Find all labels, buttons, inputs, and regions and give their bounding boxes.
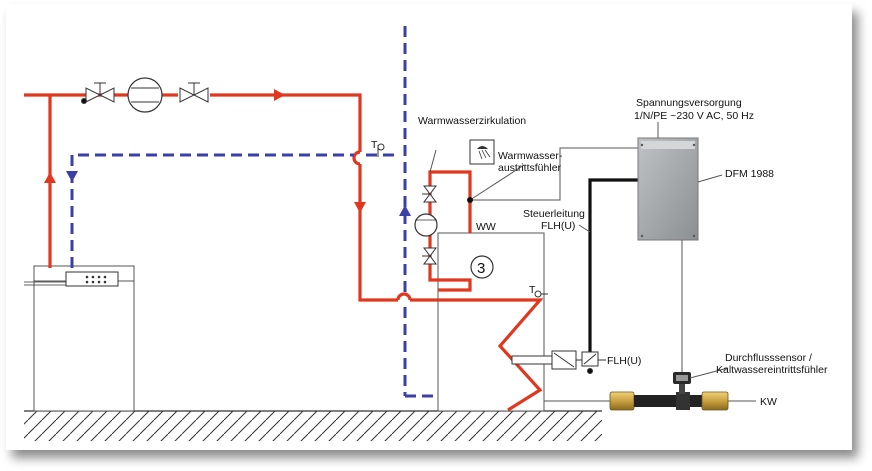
label-steuerleitung-2: FLH(U)	[541, 220, 575, 232]
cold-water-pipe	[544, 391, 756, 411]
return-arrows	[66, 171, 411, 216]
shutoff-valve-right	[179, 82, 209, 103]
circulation-pump-small	[414, 213, 438, 237]
flh-valve	[581, 351, 606, 374]
label-warmwasserzirkulation: Warmwasserzirkulation	[418, 115, 526, 127]
shower-icon	[469, 139, 495, 165]
flow-sensor-head	[673, 372, 691, 394]
temperature-sensor-upper: T	[371, 139, 385, 157]
dfm-device	[637, 137, 723, 241]
durchfluss-leader	[689, 367, 729, 379]
label-spannung-2: 1/N/PE ~230 V AC, 50 Hz	[634, 110, 754, 122]
outlet-sensor-wiring	[429, 147, 638, 201]
label-kw: KW	[760, 396, 777, 408]
circulation-valve-bottom	[422, 247, 437, 265]
shutoff-valve-left	[81, 82, 115, 104]
sensor-t-tank-label: T	[529, 284, 536, 296]
circulation-pump	[127, 77, 163, 113]
hot-water-circulation-pipe	[428, 170, 472, 292]
circulation-valve-top	[422, 185, 437, 203]
hot-water-storage-tank: 3	[437, 232, 545, 412]
label-ww: WW	[476, 221, 496, 233]
storage-number: 3	[477, 260, 485, 277]
heat-generator	[24, 265, 135, 412]
label-durchfluss-1: Durchflusssensor /	[725, 352, 812, 364]
steuer-leader	[578, 224, 591, 233]
electric-heater-rod	[511, 350, 582, 370]
flow-arrows	[44, 89, 366, 213]
label-dfm: DFM 1988	[725, 168, 774, 180]
label-flh-valve: FLH(U)	[607, 355, 641, 367]
floor	[24, 410, 602, 441]
label-austritt-1: Warmwasser-	[498, 150, 563, 162]
label-steuerleitung-1: Steuerleitung	[523, 208, 585, 220]
label-durchfluss-2: Kaltwassereintrittsfühler	[716, 364, 828, 376]
tank-temperature-sensor: T	[529, 284, 548, 298]
outlet-sensor-dot	[467, 197, 473, 203]
heating-coil	[438, 298, 544, 412]
control-line	[588, 178, 638, 358]
heating-return-pipe	[70, 26, 438, 398]
sensor-t-upper-label: T	[371, 139, 378, 151]
diagram-labels: Warmwasserzirkulation Warmwasser- austri…	[418, 97, 828, 408]
label-spannung-1: Spannungsversorgung	[636, 97, 742, 109]
label-austritt-2: austrittsfühler	[498, 162, 562, 174]
